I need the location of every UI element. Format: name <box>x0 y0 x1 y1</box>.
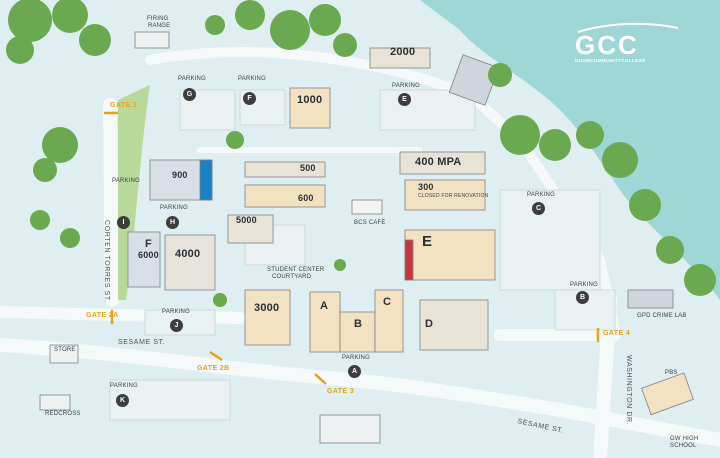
parking-pin-j[interactable]: J <box>170 319 183 332</box>
pbs-label: PBS <box>665 370 678 376</box>
gw-high-label-2: SCHOOL <box>670 443 697 449</box>
trees <box>6 0 716 307</box>
label-building-1000[interactable]: 1000 <box>297 94 323 106</box>
building-b <box>339 311 376 353</box>
building-300 <box>404 179 486 211</box>
water-area <box>420 0 720 300</box>
parking-label-e: PARKING <box>392 83 420 89</box>
building-1000 <box>289 87 331 129</box>
label-building-400[interactable]: 400 MPA <box>415 156 462 168</box>
road-corten <box>103 98 119 307</box>
label-building-b[interactable]: B <box>354 318 363 330</box>
building-500 <box>244 161 326 178</box>
label-building-300-note: CLOSED FOR RENOVATION <box>418 193 489 199</box>
label-building-5000[interactable]: 5000 <box>236 215 257 225</box>
gate3-marker <box>314 373 327 385</box>
road-label-sesame-1: SESAME ST. <box>118 339 166 346</box>
parking-label-g: PARKING <box>178 76 206 82</box>
building-bcs <box>351 199 383 215</box>
logo-wave <box>577 22 679 33</box>
lot-c <box>499 189 601 291</box>
gate2b-marker <box>209 350 223 362</box>
gate-4-label: GATE 4 <box>603 330 631 337</box>
label-building-c[interactable]: C <box>383 296 392 308</box>
parking-pin-c[interactable]: C <box>532 202 545 215</box>
gate-2a-label: GATE 2A <box>86 312 119 319</box>
building-c <box>374 289 404 353</box>
label-building-d[interactable]: D <box>425 318 434 330</box>
road-sesame <box>0 338 720 447</box>
parking-pin-i[interactable]: I <box>117 216 130 229</box>
parking-pin-a[interactable]: A <box>348 365 361 378</box>
firing-range-label-1: FIRING <box>147 16 169 22</box>
building-e <box>404 229 496 281</box>
parking-pin-h[interactable]: H <box>166 216 179 229</box>
building-5000 <box>227 214 274 244</box>
label-building-300[interactable]: 300 <box>418 182 434 192</box>
parking-pin-e[interactable]: E <box>398 93 411 106</box>
parking-pin-g[interactable]: G <box>183 88 196 101</box>
label-building-f[interactable]: F <box>145 238 152 250</box>
building-2000-wing <box>448 54 500 106</box>
label-building-900[interactable]: 900 <box>172 170 188 180</box>
building-d <box>419 299 489 351</box>
lot-k <box>109 379 231 421</box>
gcc-logo: GCC <box>575 30 639 60</box>
parking-pin-k[interactable]: K <box>116 394 129 407</box>
lot-e <box>379 89 476 131</box>
label-building-6000[interactable]: 6000 <box>138 250 159 260</box>
label-building-600[interactable]: 600 <box>298 193 314 203</box>
building-a <box>309 291 341 353</box>
building-south <box>319 414 381 444</box>
label-building-4000[interactable]: 4000 <box>175 248 201 260</box>
building-4000 <box>164 234 216 291</box>
label-building-3000[interactable]: 3000 <box>254 302 280 314</box>
gpd-crime-lab-label: GPD CRIME LAB <box>637 313 687 319</box>
building-900-accent <box>199 159 213 201</box>
parking-label-k: PARKING <box>110 383 138 389</box>
parking-label-j: PARKING <box>162 309 190 315</box>
building-3000 <box>244 289 291 346</box>
parking-label-a: PARKING <box>342 355 370 361</box>
building-2000 <box>369 47 431 69</box>
label-building-a[interactable]: A <box>320 300 329 312</box>
gw-high-label-1: GW HIGH <box>670 436 699 442</box>
building-600 <box>244 184 326 208</box>
parking-label-i: PARKING <box>112 178 140 184</box>
green-strip <box>118 85 150 300</box>
parking-label-b: PARKING <box>570 282 598 288</box>
parking-label-h: PARKING <box>160 205 188 211</box>
building-e-red <box>404 239 414 281</box>
building-firing <box>134 31 170 49</box>
firing-range-label-2: RANGE <box>148 23 171 29</box>
building-pbs <box>641 372 694 416</box>
road-label-washington: WASHINGTON DR. <box>625 355 632 426</box>
parking-label-c: PARKING <box>527 192 555 198</box>
building-400 <box>399 151 486 175</box>
building-6000 <box>127 231 161 288</box>
gate-2b-label: GATE 2B <box>197 365 230 372</box>
redcross-label: REDCROSS <box>45 411 81 417</box>
parking-label-f: PARKING <box>238 76 266 82</box>
gate-1-label: GATE 1 <box>110 102 138 109</box>
courtyard-label-2: COURTYARD <box>272 274 312 280</box>
bcs-cafe-label: BCS CAFE <box>354 220 386 226</box>
gate-3-label: GATE 3 <box>327 388 355 395</box>
label-building-e[interactable]: E <box>422 233 433 250</box>
courtyard-label-1: STUDENT CENTER <box>267 267 325 273</box>
gcc-logo-name: GUAMCOMMUNITYCOLLEGE <box>575 58 646 63</box>
parking-pin-b[interactable]: B <box>576 291 589 304</box>
building-redcross-1 <box>39 394 71 411</box>
road-label-corten-torres: CORTEN TORRES ST. <box>103 220 110 303</box>
parking-pin-f[interactable]: F <box>243 92 256 105</box>
label-building-2000[interactable]: 2000 <box>390 46 416 58</box>
building-gpd <box>627 289 674 309</box>
label-building-500[interactable]: 500 <box>300 163 316 173</box>
building-store <box>49 344 79 364</box>
store-label: STORE <box>54 347 76 353</box>
